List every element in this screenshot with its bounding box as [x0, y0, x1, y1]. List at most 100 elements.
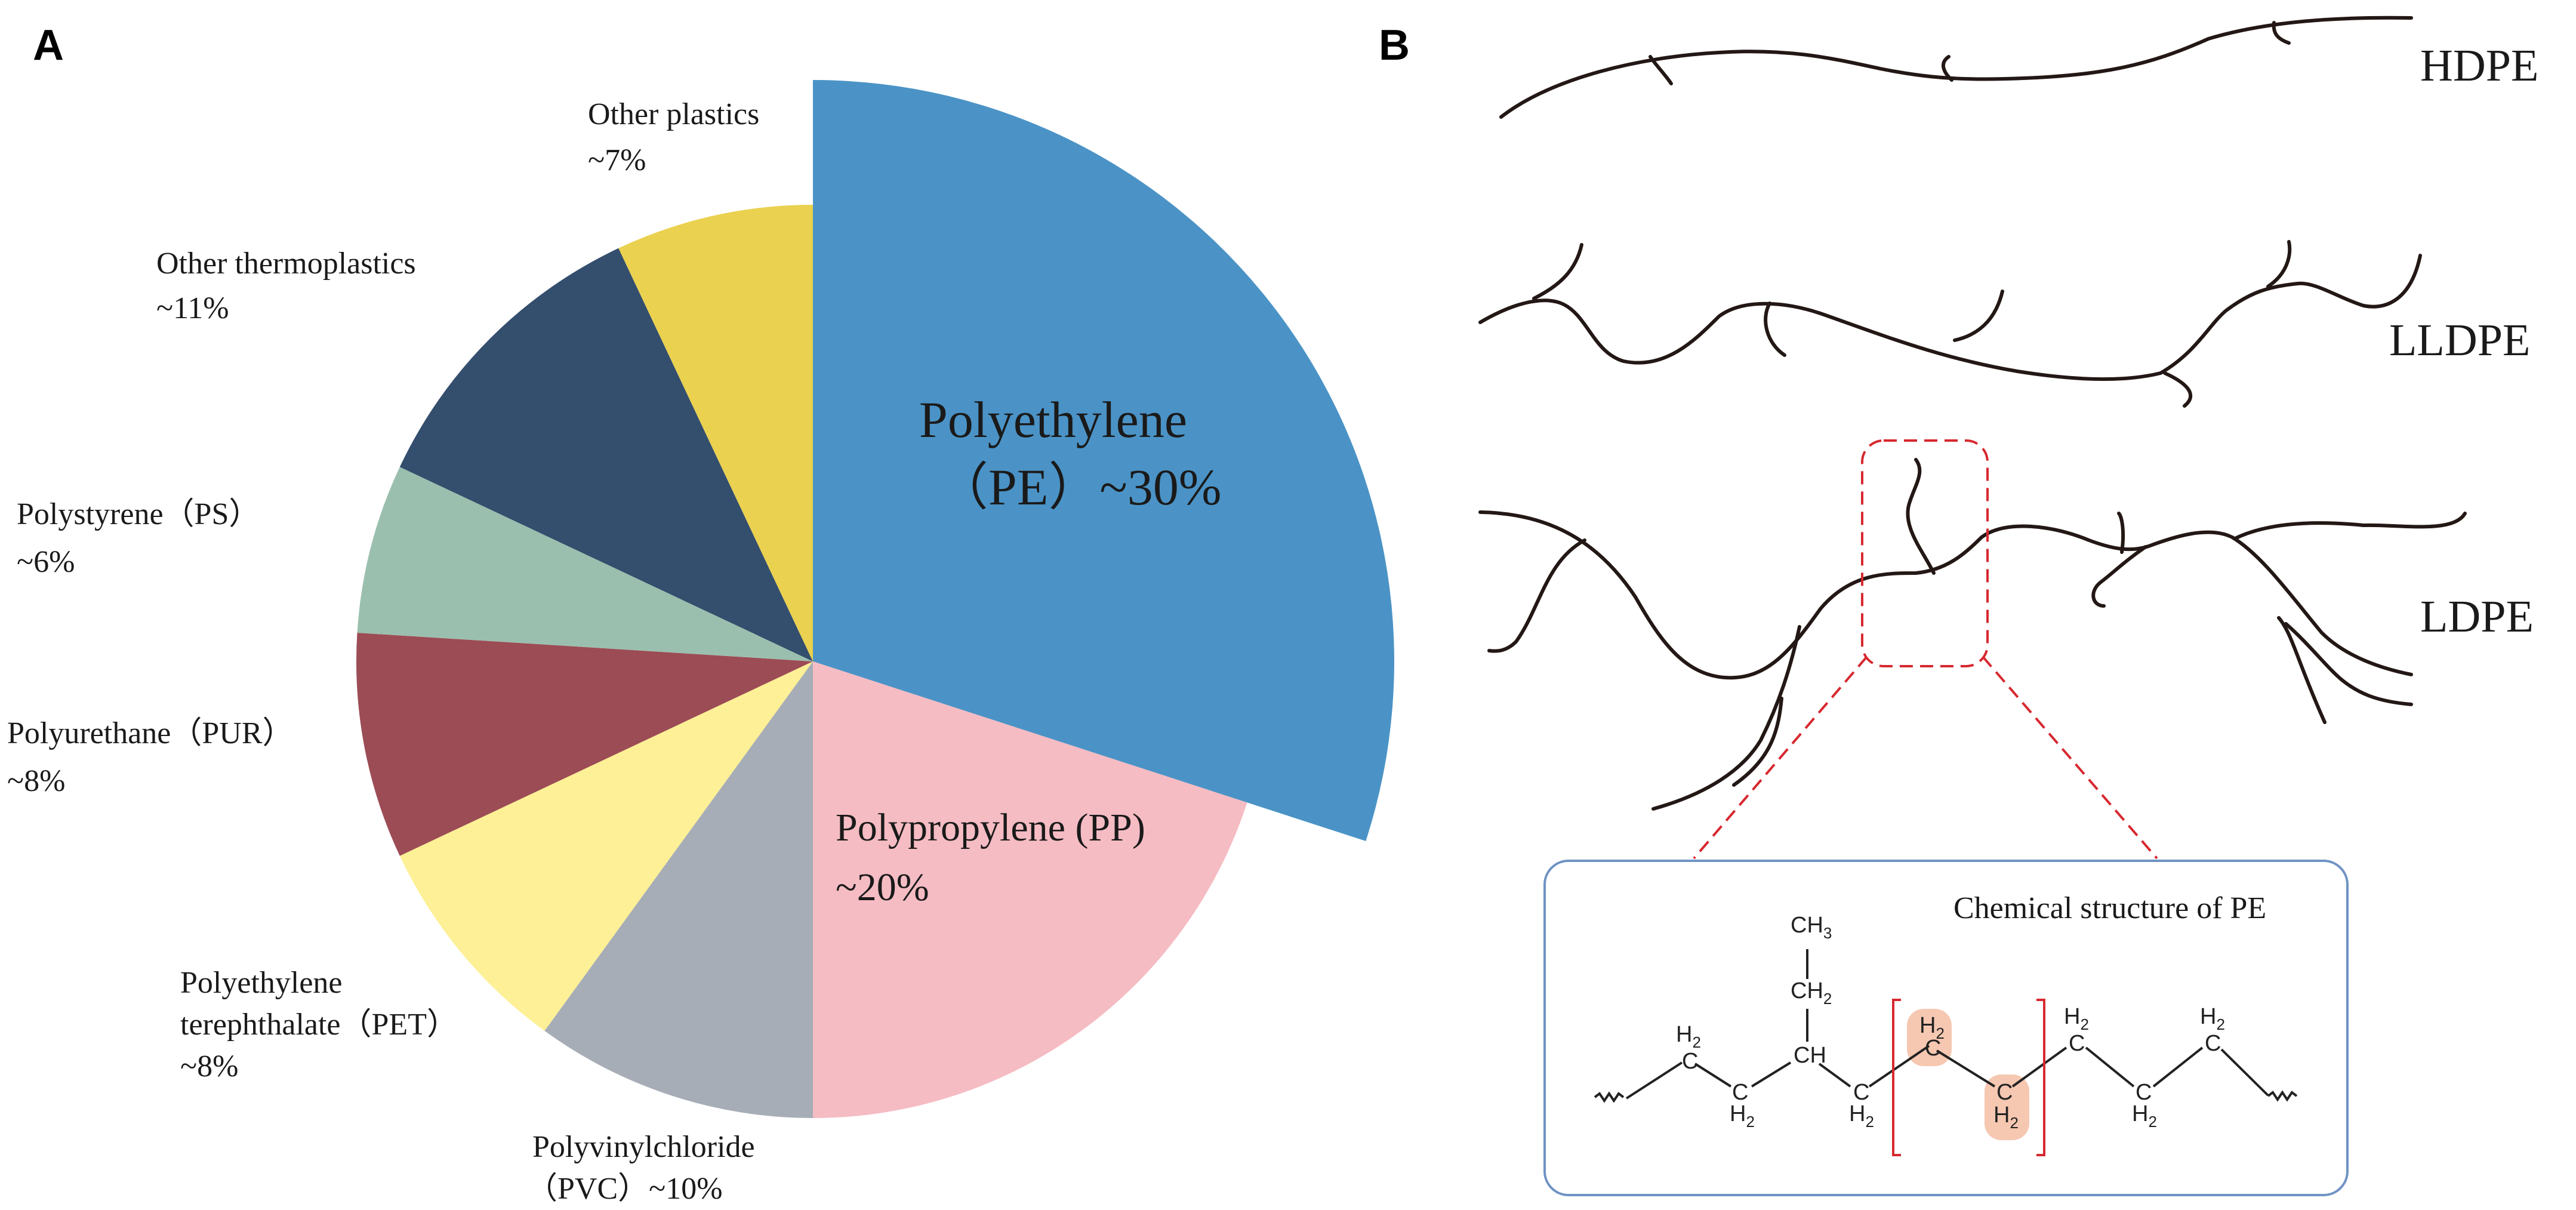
panel-b-label: B: [1379, 21, 1410, 69]
bond-2: [1694, 1063, 1732, 1088]
bond-3: [1751, 1061, 1792, 1088]
bond-5: [1868, 1045, 1930, 1088]
slice-label-pur-line1: Polyurethane（PUR）: [7, 716, 294, 750]
hdpe-label: HDPE: [2420, 41, 2538, 91]
hdpe-branch-1: [1648, 55, 1673, 85]
slice-label-pvc-line1: Polyvinylchloride: [532, 1130, 755, 1164]
slice-label-polyethylene-line1: Polyethylene: [919, 391, 1187, 448]
slice-label-polyethylene: Polyethylene （PE）~30%: [919, 391, 1222, 516]
atom-c-5: C: [1996, 1080, 2013, 1105]
slice-label-other-plastics: Other plastics ~7%: [588, 97, 767, 177]
callout-line-right: [1982, 655, 2158, 860]
hdpe-chain: [1499, 16, 2413, 119]
atom-h2-8: H2: [2200, 1004, 2225, 1033]
atom-ch: CH: [1794, 1043, 1826, 1068]
panel-a-label: A: [33, 21, 64, 69]
lldpe-branch-1: [1532, 243, 1583, 300]
ldpe-branch-6: [2117, 512, 2125, 554]
atom-c-7: C: [2136, 1080, 2152, 1105]
atom-labels: CH3 CH2 CH H2 C C H2 C H2 H2 C C H2 H2 C…: [1676, 913, 2225, 1132]
slice-label-other-thermoplastics-line2: ~11%: [156, 291, 229, 325]
slice-label-other-thermoplastics-line1: Other thermoplastics: [156, 247, 416, 281]
lldpe-branch-4: [2163, 371, 2193, 408]
ldpe-branch-7: [2233, 512, 2467, 540]
slice-label-polypropylene: Polypropylene (PP) ~20%: [836, 806, 1155, 909]
ldpe-branch-2: [1487, 538, 1586, 653]
hdpe-branch-3: [2272, 21, 2291, 45]
slice-label-other-plastics-line2: ~7%: [588, 143, 646, 177]
ldpe-chain: [1478, 458, 2467, 811]
atom-h2-7: H2: [2132, 1101, 2157, 1131]
atom-h2-5: H2: [1993, 1103, 2019, 1132]
lldpe-branch-3: [1953, 290, 2004, 342]
bond-10: [2220, 1048, 2269, 1097]
atom-h2-3: H2: [1849, 1101, 1874, 1131]
atom-c-3: C: [1853, 1080, 1869, 1105]
slice-label-ps: Polystyrene（PS） ~6%: [17, 497, 267, 579]
slice-label-pet-line1: Polyethylene: [180, 966, 343, 1000]
wavy-end-right: [2267, 1090, 2298, 1102]
callout-line-left: [1693, 655, 1868, 860]
bracket-left: [1892, 999, 1901, 1156]
atom-h2-4: H2: [1919, 1013, 1945, 1042]
slice-label-polyethylene-line2: （PE）~30%: [937, 458, 1222, 516]
slice-label-pet: Polyethylene terephthalate（PET） ~8%: [180, 966, 466, 1083]
atom-c-2: C: [1732, 1080, 1748, 1105]
atom-ch3: CH3: [1791, 913, 1832, 942]
slice-label-other-plastics-line1: Other plastics: [588, 97, 759, 131]
pie-slice-polyvinylchloride: [544, 661, 813, 1118]
slice-label-pvc: Polyvinylchloride （PVC）~10%: [526, 1130, 763, 1206]
ldpe-backbone: [1478, 510, 2413, 680]
atom-h2-1: H2: [1676, 1022, 1701, 1051]
slice-label-polypropylene-line2: ~20%: [836, 866, 929, 909]
ldpe-branch-3: [1651, 625, 1801, 811]
bond-8: [2085, 1046, 2135, 1088]
atom-h2-6: H2: [2064, 1004, 2089, 1033]
bond-lines: [1594, 949, 2298, 1103]
atom-c-4: C: [1925, 1036, 1941, 1061]
pie-slice-other-plastics: [618, 205, 813, 661]
lldpe-branch-5: [2266, 240, 2292, 288]
ldpe-label: LDPE: [2420, 592, 2534, 642]
bond-7: [2011, 1046, 2067, 1088]
slice-label-pet-line2: terephthalate（PET）: [180, 1008, 458, 1042]
callout-lines: [1693, 439, 2158, 860]
slice-label-other-thermoplastics: Other thermoplastics ~11%: [156, 247, 424, 325]
slice-label-ps-line1: Polystyrene（PS）: [17, 497, 260, 531]
chemical-structure-panel: Chemical structure of PE: [1543, 860, 2349, 1196]
slice-label-pvc-line2: （PVC）~10%: [526, 1172, 723, 1206]
bond-1: [1625, 1061, 1683, 1100]
slice-label-ps-line2: ~6%: [17, 545, 75, 579]
highlight-ch2-bottom: [1985, 1074, 2029, 1140]
lldpe-label: LLDPE: [2389, 315, 2530, 365]
pie-labels: Polyethylene （PE）~30% Polypropylene (PP)…: [7, 97, 1222, 1206]
pie-slice-polystyrene: [357, 467, 813, 661]
bond-9: [2152, 1046, 2204, 1088]
bond-6: [1936, 1049, 1996, 1088]
repeat-unit-brackets: [1892, 999, 2045, 1156]
chemical-structure-title: Chemical structure of PE: [1953, 891, 2266, 925]
slice-label-pet-line3: ~8%: [180, 1049, 238, 1083]
pie-slice-other-thermoplastics: [399, 248, 813, 661]
ldpe-branch-8: [2277, 616, 2327, 724]
pie-slice-polyethylene-terephthalate: [399, 661, 813, 1031]
bond-4: [1818, 1063, 1851, 1088]
atom-ch2-branch: CH2: [1791, 978, 1832, 1008]
polymer-chains: [1478, 16, 2467, 811]
slice-label-polypropylene-line1: Polypropylene (PP): [836, 806, 1145, 849]
pie-slice-polyurethane: [356, 632, 813, 856]
slice-label-pur: Polyurethane（PUR） ~8%: [7, 716, 301, 798]
pie-slice-polyethylene: [813, 80, 1394, 841]
lldpe-chain: [1478, 240, 2422, 408]
pie-chart: [356, 80, 1394, 1119]
atom-h2-2: H2: [1730, 1101, 1755, 1131]
ldpe-branch-1: [1906, 458, 1936, 575]
pie-slice-polypropylene: [813, 661, 1247, 1119]
slice-label-pur-line2: ~8%: [7, 764, 65, 798]
atom-c-8: C: [2205, 1031, 2221, 1056]
bracket-right: [2036, 999, 2045, 1156]
atom-c-6: C: [2069, 1031, 2085, 1056]
ldpe-branch-9: [2284, 622, 2413, 706]
lldpe-backbone: [1478, 254, 2422, 381]
